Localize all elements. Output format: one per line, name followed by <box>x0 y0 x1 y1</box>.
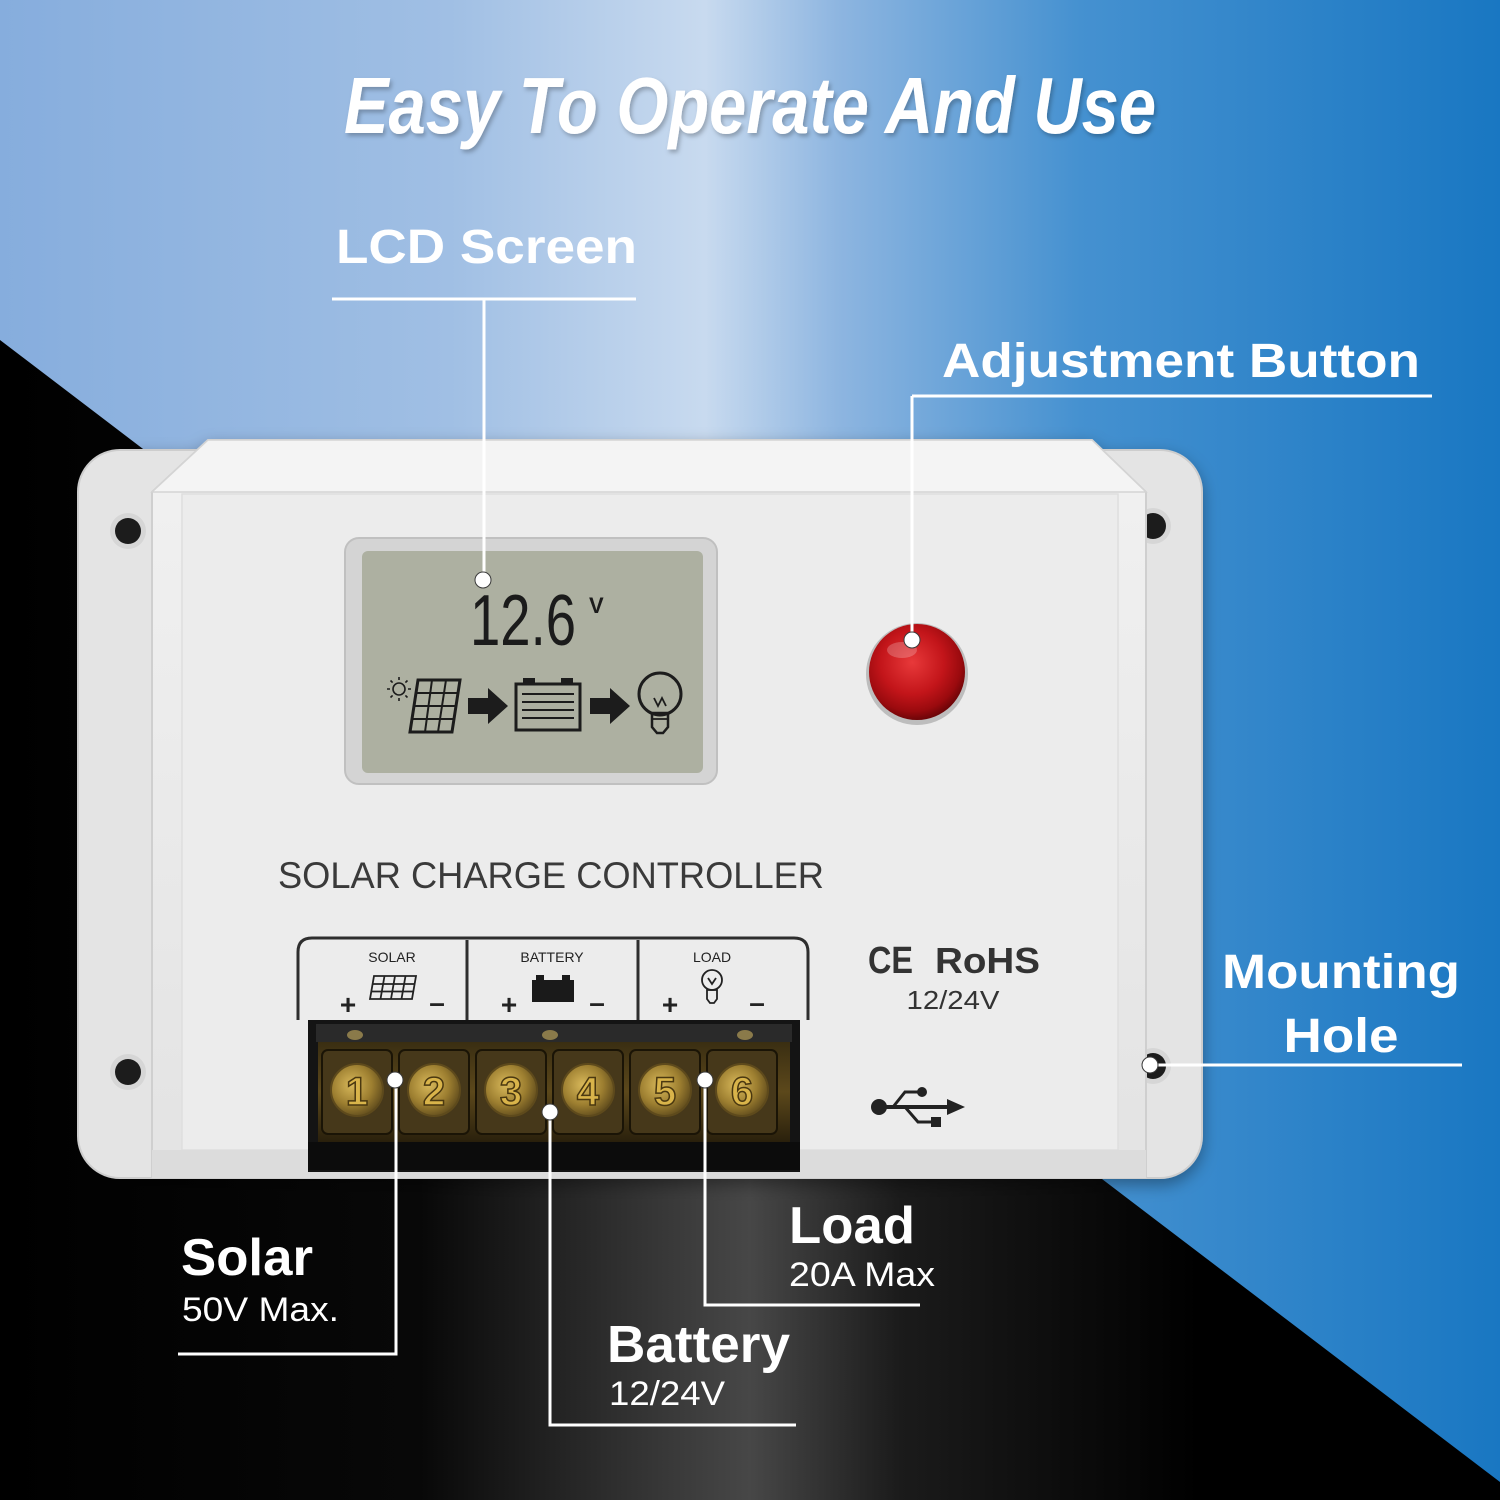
cover-screw <box>542 1030 558 1040</box>
terminal-screw-5: 5 <box>629 1049 701 1135</box>
callout-mounting-hole: Mounting Hole <box>1141 946 1462 1074</box>
terminal-group-label: LOAD <box>693 949 731 965</box>
callout-leader <box>548 1112 796 1427</box>
terminal-number: 2 <box>423 1070 445 1114</box>
callout-dot <box>696 1071 714 1089</box>
callout-solar: Solar 50V Max. <box>178 1071 404 1356</box>
callout-battery: Battery 12/24V <box>541 1103 796 1427</box>
adjustment-button <box>866 623 968 725</box>
terminal-screw-3: 3 <box>475 1049 547 1135</box>
plus-sign: + <box>662 989 678 1020</box>
device-name: SOLAR CHARGE CONTROLLER <box>278 855 824 896</box>
cover-screw <box>347 1030 363 1040</box>
terminal-screw-1: 1 <box>321 1049 393 1135</box>
terminal-label-panel: SOLAR + – BATTERY + – LOAD + <box>296 936 810 1020</box>
terminal-number: 1 <box>346 1070 368 1114</box>
lcd-screen <box>362 551 703 773</box>
terminal-block: 1 2 3 4 5 6 <box>308 1020 800 1172</box>
minus-sign: – <box>749 987 765 1018</box>
terminal-number: 5 <box>654 1070 676 1114</box>
terminal-label-frame <box>296 936 810 1020</box>
usb-icon <box>871 1087 965 1127</box>
device-top-bevel <box>150 439 1148 493</box>
mounting-hole-top-left <box>115 518 141 544</box>
certification-marks: CE RoHS 12/24V <box>868 940 1040 1015</box>
bulb-icon <box>637 671 683 735</box>
callout-dot <box>541 1103 559 1121</box>
bulb-icon <box>701 969 723 1004</box>
terminal-number: 3 <box>500 1070 522 1114</box>
lcd-voltage-unit: V <box>589 593 604 618</box>
callout-label: Adjustment Button <box>942 335 1420 388</box>
callout-dot <box>474 571 492 589</box>
lcd-voltage-reading: 12.6 <box>470 581 576 661</box>
callout-leader <box>703 1080 920 1307</box>
callout-spec: 12/24V <box>609 1375 725 1413</box>
page-title: Easy To Operate And Use <box>344 61 1156 150</box>
button-cap <box>869 624 965 720</box>
terminal-group-battery: BATTERY + – <box>501 949 605 1020</box>
callout-label: LCD Screen <box>336 221 637 274</box>
cover-screw <box>737 1030 753 1040</box>
plus-sign: + <box>501 989 517 1020</box>
callout-label-line2: Hole <box>1284 1010 1399 1063</box>
callout-dot <box>1141 1056 1159 1074</box>
solar-panel-icon <box>408 678 462 734</box>
rated-voltage: 12/24V <box>907 985 1001 1015</box>
arrow-right-icon <box>468 688 508 724</box>
battery-icon <box>514 678 582 732</box>
ce-mark: CE <box>868 940 913 982</box>
sun-icon <box>387 677 411 701</box>
callout-spec: 20A Max <box>789 1256 935 1294</box>
callout-load: Load 20A Max <box>696 1071 935 1307</box>
rohs-mark: RoHS <box>935 940 1040 981</box>
terminal-screw-2: 2 <box>398 1049 470 1135</box>
terminal-group-load: LOAD + – <box>662 949 765 1020</box>
callout-spec: 50V Max. <box>182 1291 339 1329</box>
terminal-group-label: BATTERY <box>520 949 584 965</box>
terminal-group-solar: SOLAR + – <box>340 949 445 1020</box>
callout-label: Battery <box>607 1316 790 1374</box>
callout-label: Load <box>789 1197 915 1255</box>
mounting-hole-bottom-left <box>115 1059 141 1085</box>
arrow-right-icon <box>590 688 630 724</box>
plus-sign: + <box>340 989 356 1020</box>
callout-adjustment-button: Adjustment Button <box>903 335 1432 649</box>
terminal-number: 4 <box>577 1070 600 1114</box>
lcd-display: 12.6 V <box>344 537 718 785</box>
callout-label-line1: Mounting <box>1222 946 1460 999</box>
callout-dot <box>386 1071 404 1089</box>
callout-leader <box>178 1080 398 1356</box>
terminal-screw-6: 6 <box>706 1049 778 1135</box>
callout-dot <box>903 631 921 649</box>
callout-label: Solar <box>181 1229 313 1287</box>
minus-sign: – <box>429 987 445 1018</box>
callout-lcd-screen: LCD Screen <box>332 221 637 589</box>
solar-panel-icon <box>368 975 418 1000</box>
battery-icon <box>532 975 574 1002</box>
terminal-screw-4: 4 <box>552 1049 624 1135</box>
terminal-number: 6 <box>731 1070 753 1114</box>
terminal-block-bottom <box>308 1142 800 1170</box>
minus-sign: – <box>589 987 605 1018</box>
terminal-group-label: SOLAR <box>368 949 415 965</box>
